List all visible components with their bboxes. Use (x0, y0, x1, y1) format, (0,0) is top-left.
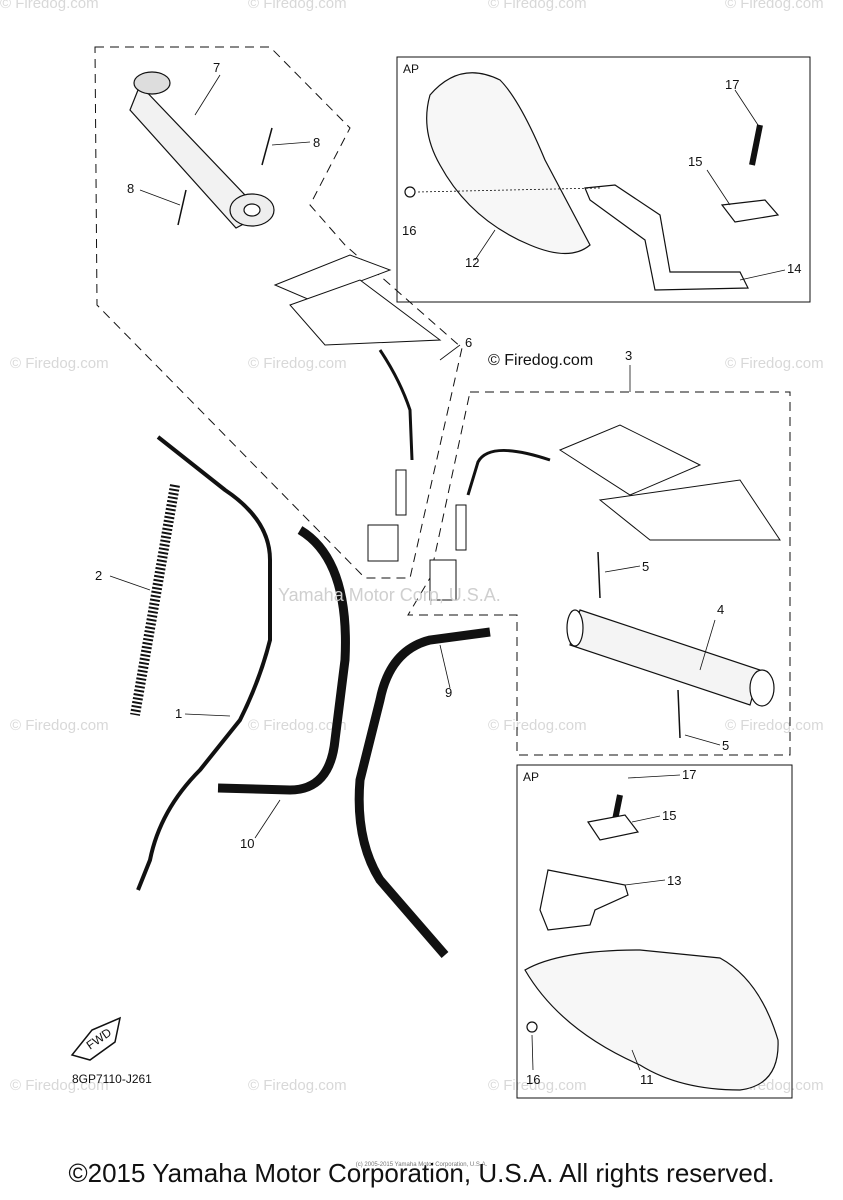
watermark-text: © Firedog.com (488, 1077, 587, 1094)
part-number-label: 8 (313, 135, 320, 150)
group-outline-right (407, 391, 791, 756)
heater-element-right (429, 424, 781, 601)
part-number-label: 12 (465, 255, 479, 270)
part-number-label: 5 (642, 559, 649, 574)
watermark-text: © Firedog.com (725, 717, 824, 734)
part-number-label: 3 (625, 348, 632, 363)
small-copyright: (c) 2005-2015 Yamaha Motor Corporation, … (355, 1162, 488, 1168)
hose-left (217, 526, 350, 795)
part-number-label: 1 (175, 706, 182, 721)
part-number-label: 6 (465, 335, 472, 350)
center-firedog-label: © Firedog.com (488, 352, 594, 369)
ap-box-bottom (516, 764, 793, 1099)
part-number-label: 15 (662, 808, 676, 823)
left-grip (129, 71, 275, 229)
part-number-label: 2 (95, 568, 102, 583)
heater-element-left (273, 254, 442, 562)
hand-guard-top (426, 72, 591, 254)
leader-lines (109, 74, 786, 1071)
part-number-label: 13 (667, 873, 681, 888)
watermark-text: © Firedog.com (488, 717, 587, 734)
ap-box-top (396, 56, 811, 303)
part-labels: 7 8 8 6 3 2 5 4 1 9 5 10 17 15 16 12 14 … (95, 60, 801, 1087)
group-outline-left (94, 46, 463, 579)
part-number-label: 11 (640, 1072, 654, 1087)
pin-upper (261, 127, 273, 166)
watermark-text: © Firedog.com (725, 0, 824, 12)
bracket-bottom (539, 869, 629, 931)
throttle-cable (136, 435, 272, 891)
watermark-text: © Firedog.com (248, 717, 347, 734)
watermark-text: © Firedog.com (725, 355, 824, 372)
part-number-label: 9 (445, 685, 452, 700)
screw-bottom (526, 1021, 538, 1033)
fwd-arrow-icon: FWD (70, 1016, 122, 1061)
part-number-label: 16 (402, 223, 416, 238)
part-number-label: 17 (725, 77, 739, 92)
pin-lower-right (677, 689, 681, 739)
right-grip (566, 609, 775, 707)
watermarks: © Firedog.com © Firedog.com © Firedog.co… (0, 0, 824, 1094)
yamaha-watermark: Yamaha Motor Corp, U.S.A. (278, 585, 501, 605)
watermark-text: © Firedog.com (10, 355, 109, 372)
diagram-reference-code: 8GP7110-J261 (72, 1072, 152, 1086)
watermark-text: © Firedog.com (248, 1077, 347, 1094)
ap-label: AP (403, 62, 419, 76)
ap-label: AP (523, 770, 539, 784)
part-number-label: 16 (526, 1072, 540, 1087)
watermark-text: © Firedog.com (488, 0, 587, 12)
part-number-label: 14 (787, 261, 801, 276)
part-number-label: 7 (213, 60, 220, 75)
watermark-text: © Firedog.com (248, 0, 347, 12)
part-number-label: 17 (682, 767, 696, 782)
part-number-label: 10 (240, 836, 254, 851)
hand-guard-bottom (524, 949, 779, 1091)
pin-upper-right (597, 551, 601, 599)
part-number-label: 15 (688, 154, 702, 169)
footer-copyright: ©2015 Yamaha Motor Corporation, U.S.A. A… (68, 1158, 775, 1188)
cable-spring (130, 484, 180, 716)
watermark-text: © Firedog.com (0, 0, 99, 12)
bolt-top (749, 124, 763, 166)
watermark-text: © Firedog.com (248, 355, 347, 372)
clamp-top (720, 199, 780, 223)
watermark-text: © Firedog.com (10, 717, 109, 734)
part-number-label: 5 (722, 738, 729, 753)
hose-right (354, 627, 491, 958)
watermark-text: © Firedog.com (10, 1077, 109, 1094)
clamp-bottom (586, 814, 640, 841)
part-number-label: 8 (127, 181, 134, 196)
screw-top (404, 186, 416, 198)
part-number-label: 4 (717, 602, 724, 617)
bracket-top (584, 184, 749, 291)
pin-lower (177, 189, 187, 226)
